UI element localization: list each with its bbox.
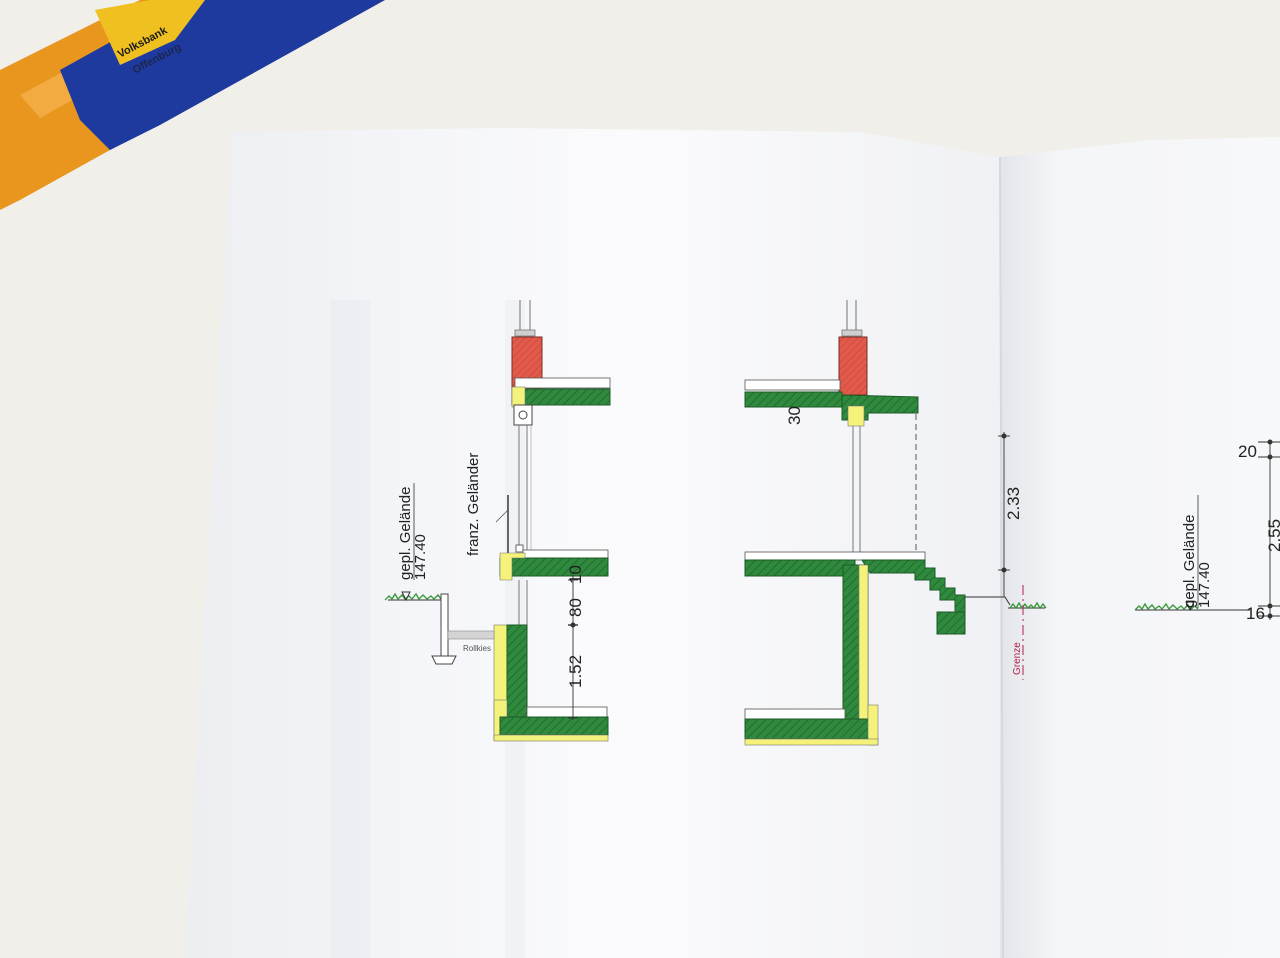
middle-section-drawing bbox=[744, 300, 1047, 746]
dim-233: 2.33 bbox=[1004, 487, 1023, 520]
pen-clip bbox=[95, 0, 205, 65]
paper-shadow-band bbox=[330, 300, 370, 958]
dim-30: 30 bbox=[785, 406, 804, 425]
grass-line-left bbox=[384, 592, 449, 601]
dim-10: 10 bbox=[566, 565, 585, 584]
grass-line-middle bbox=[1009, 601, 1047, 610]
gravel-label: Rollkies bbox=[463, 644, 491, 653]
stair-foundation bbox=[936, 611, 966, 635]
dim-152: 1.52 bbox=[566, 655, 585, 688]
floor-slab-middle bbox=[499, 557, 609, 577]
left-section-labels: gepl. Gelände 147.40 franz. Geländer Rol… bbox=[397, 453, 585, 688]
basement-wall bbox=[506, 624, 528, 721]
pen-object: Volksbank Offenburg bbox=[0, 0, 385, 210]
gravel-strip bbox=[447, 630, 495, 640]
paper-left-page bbox=[185, 128, 1000, 958]
ground-level-right: 147.40 bbox=[1196, 562, 1213, 608]
masonry-block-middle bbox=[838, 336, 868, 396]
dim-16: 16 bbox=[1246, 604, 1265, 623]
middle-section-labels: 30 2.33 Grenze bbox=[785, 406, 1023, 675]
right-section-labels: gepl. Gelände 147.40 20 2.55 16 bbox=[1181, 442, 1280, 623]
right-section-drawing bbox=[1134, 439, 1280, 620]
paper-right-page bbox=[1000, 137, 1280, 958]
dim-20: 20 bbox=[1238, 442, 1257, 461]
slab-middle bbox=[744, 559, 856, 577]
floor-slab-upper bbox=[511, 388, 611, 406]
dim-255: 2.55 bbox=[1265, 519, 1280, 552]
paper-fold bbox=[999, 156, 1004, 958]
boundary-label: Grenze bbox=[1012, 642, 1023, 675]
left-section-drawing bbox=[384, 300, 611, 742]
basement-slab-middle bbox=[744, 718, 871, 740]
roller-shutter-box bbox=[513, 404, 533, 426]
ground-label-left: gepl. Gelände bbox=[397, 487, 414, 580]
dim-80: 80 bbox=[566, 598, 585, 617]
ground-label-right: gepl. Gelände bbox=[1181, 515, 1198, 608]
railing-label: franz. Geländer bbox=[465, 453, 482, 556]
retaining-post bbox=[440, 593, 449, 657]
basement-slab bbox=[499, 716, 609, 736]
slab-upper-middle bbox=[744, 391, 843, 408]
ground-level-left: 147.40 bbox=[412, 534, 429, 580]
